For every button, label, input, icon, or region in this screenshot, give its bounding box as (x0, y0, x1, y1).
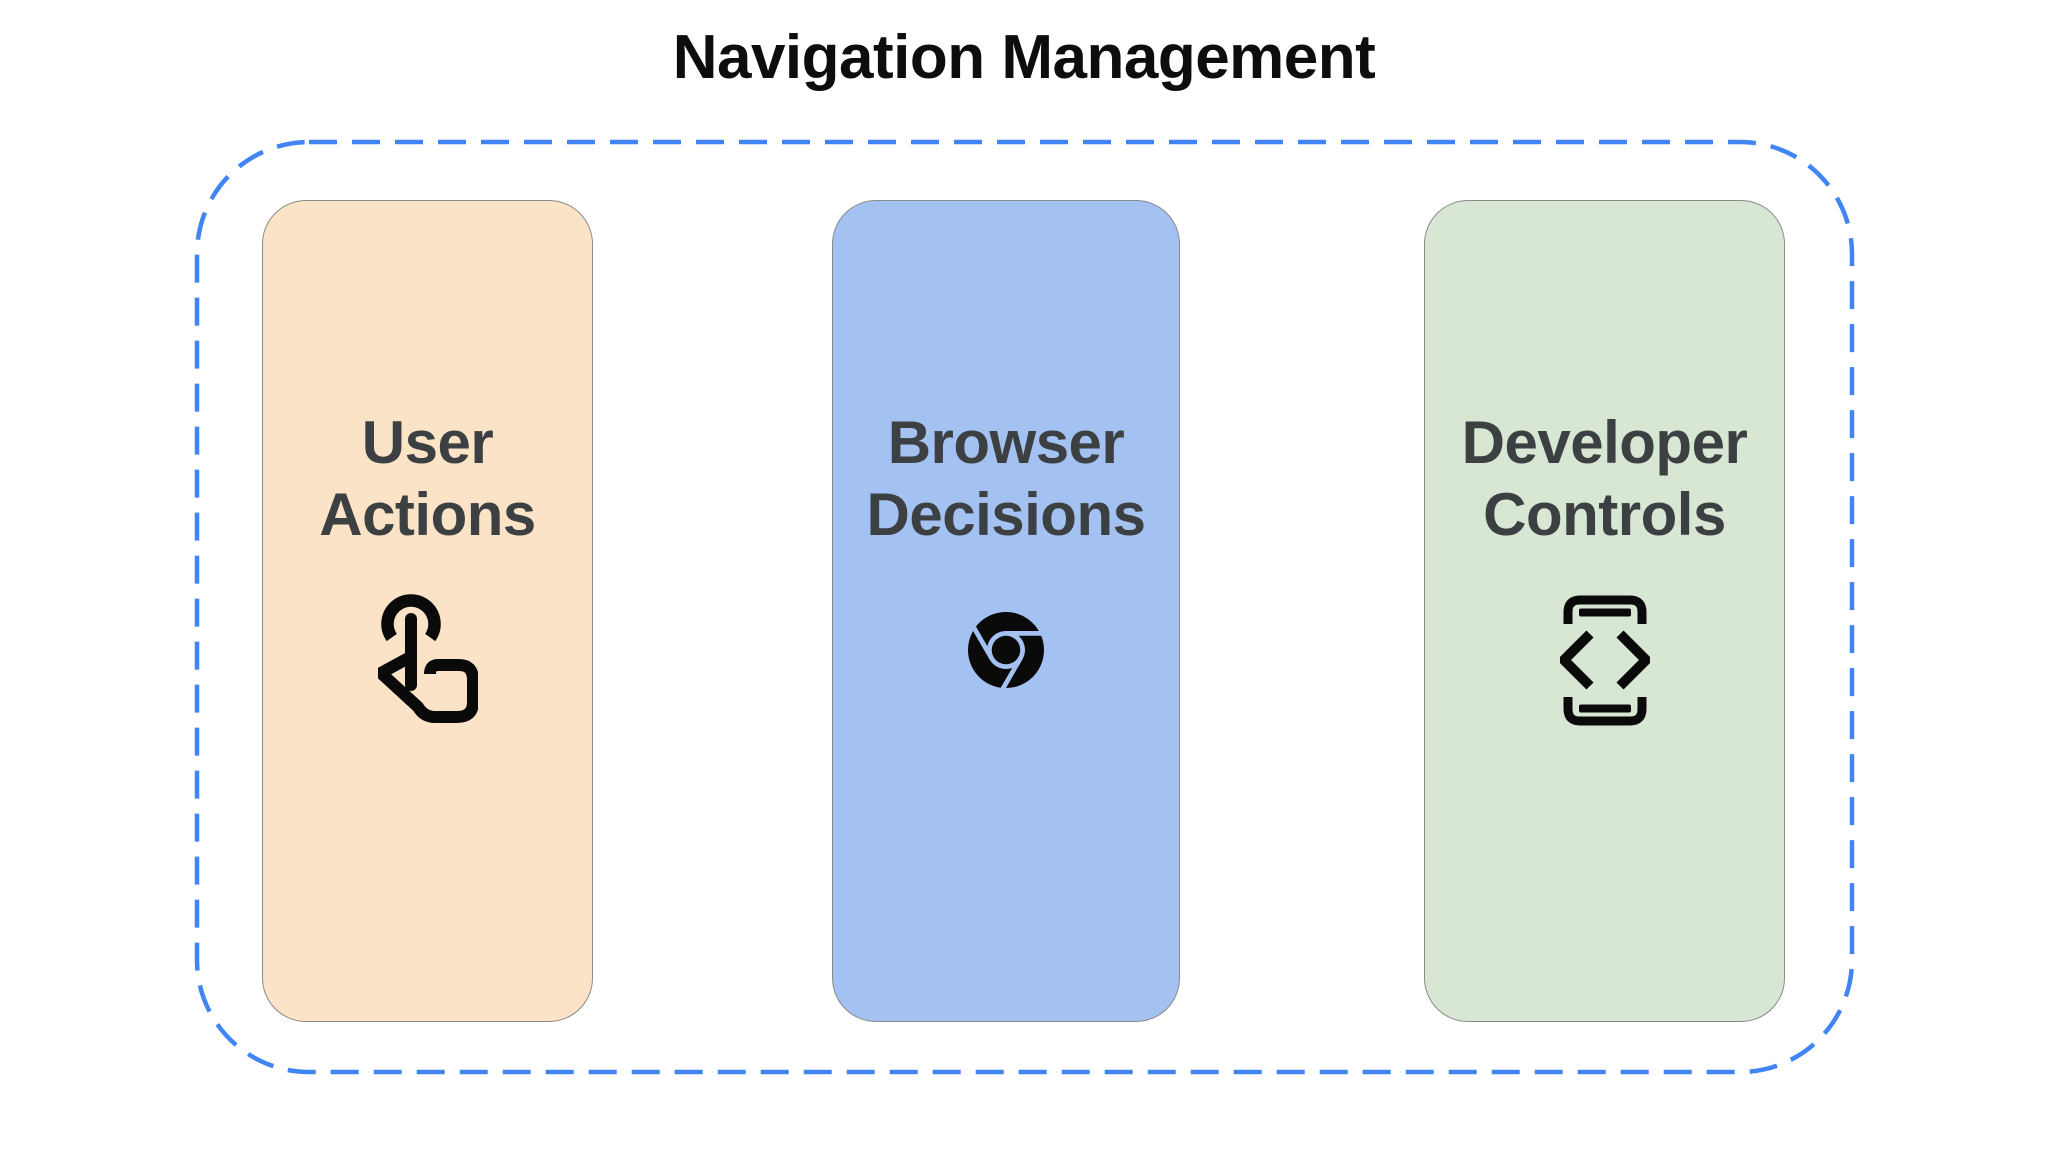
card-browser-decisions-line1: Browser (887, 409, 1125, 476)
touch-gesture-icon (377, 594, 478, 723)
card-user-actions-line1: User (361, 409, 494, 476)
card-user-actions-line2: Actions (319, 481, 536, 548)
card-browser-decisions-label: Browser Decisions (867, 407, 1146, 551)
dashed-border-rect (194, 139, 1855, 1075)
card-developer-controls-label: Developer Controls (1462, 407, 1748, 551)
card-developer-controls-line1: Developer (1461, 409, 1748, 476)
developer-mode-icon (1559, 595, 1650, 726)
chrome-icon (968, 612, 1044, 688)
card-browser-decisions: Browser Decisions (832, 200, 1180, 1022)
card-user-actions: User Actions (262, 200, 593, 1022)
card-developer-controls: Developer Controls (1424, 200, 1785, 1022)
card-user-actions-label: User Actions (319, 407, 536, 551)
page-title: Navigation Management (672, 23, 1376, 92)
card-developer-controls-line2: Controls (1483, 481, 1726, 548)
card-browser-decisions-line2: Decisions (866, 481, 1146, 548)
